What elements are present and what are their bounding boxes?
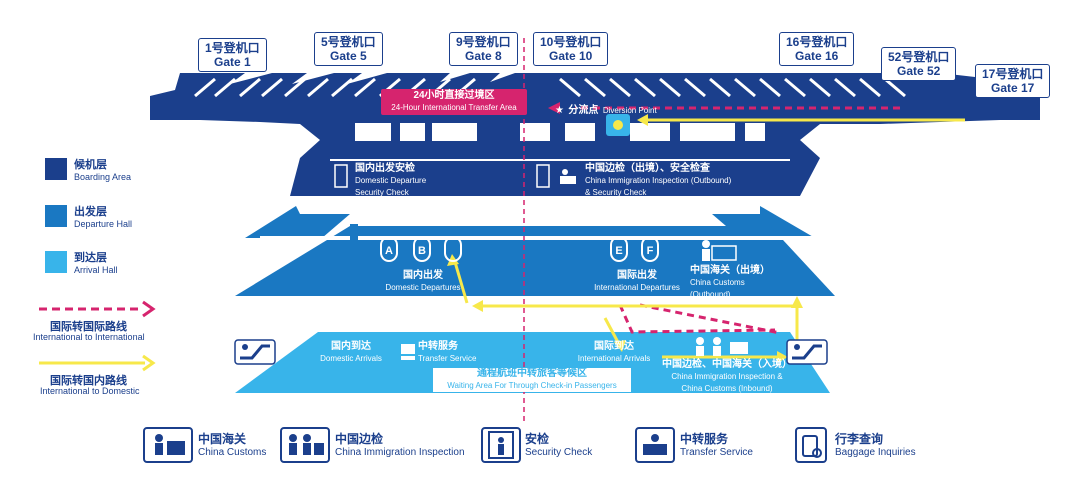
escalator-icon (234, 339, 276, 365)
gate-e-icon: E (610, 236, 628, 262)
international-arrivals-label: 国际到达 International Arrivals (577, 341, 651, 363)
diversion-icon (606, 114, 630, 136)
star-icon: ★ (555, 105, 564, 116)
baggage-zh: 行李查询 (835, 432, 884, 446)
arrival-level (235, 332, 830, 393)
legend-swatch-arrival (45, 251, 67, 273)
gate-a-icon: A (380, 236, 398, 262)
waiting-area-label: 通程航班中转旅客等候区 Waiting Area For Through Che… (433, 368, 631, 392)
domestic-departures-label: 国内出发 Domestic Departures (385, 270, 461, 292)
immigration-en: China Immigration Inspection (335, 447, 465, 458)
legend-swatch-departure (45, 205, 67, 227)
intl-immigration-label: 中国边检（出境）、安全检查 China Immigration Inspecti… (585, 163, 732, 197)
immigration-icon (280, 427, 330, 463)
transfer-service-en: Transfer Service (680, 447, 753, 458)
security-check-zh: 安检 (525, 432, 550, 446)
legend-departure-zh: 出发层 (74, 206, 107, 218)
domestic-security-label: 国内出发安检 Domestic Departure Security Check (355, 163, 427, 197)
officer-icon (562, 169, 568, 175)
immigration-zh: 中国边检 (335, 432, 384, 446)
baggage-en: Baggage Inquiries (835, 447, 916, 458)
domestic-arrivals-label: 国内到达 Domestic Arrivals (320, 341, 382, 363)
arrival-hall-icons (401, 337, 748, 360)
legend-swatch-boarding (45, 158, 67, 180)
transfer-area-label: 24小时直接过境区 24-Hour International Transfer… (381, 89, 527, 115)
legend-intl-dom-line (39, 354, 156, 372)
legend-intl-intl-en: International to International (33, 332, 145, 342)
baggage-icon (795, 427, 827, 463)
customs-icon (143, 427, 193, 463)
transfer-service-label: 中转服务 Transfer Service (418, 341, 477, 363)
legend-arrival-en: Arrival Hall (74, 265, 118, 275)
legend-intl-dom-en: International to Domestic (40, 386, 140, 396)
legend-boarding-zh: 候机层 (74, 159, 107, 171)
customs-outbound-label: 中国海关（出境） China Customs (Outbound) (690, 265, 770, 299)
departure-hall-icons (702, 240, 737, 261)
gate-c-icon (444, 236, 462, 262)
legend-departure-en: Departure Hall (74, 219, 133, 229)
security-check-icon (481, 427, 521, 463)
intl-to-dom-route (453, 118, 965, 359)
security-gate-icon (334, 164, 348, 188)
transfer-service-icon (635, 427, 675, 463)
legend-intl-dom-zh: 国际转国内路线 (50, 375, 127, 387)
security-gate-icon (536, 164, 550, 188)
gate-f-icon: F (641, 236, 659, 262)
gate-b-icon: B (413, 236, 431, 262)
legend-intl-intl-line (39, 300, 156, 318)
customs-zh: 中国海关 (198, 432, 247, 446)
transfer-service-zh: 中转服务 (680, 432, 729, 446)
security-check-en: Security Check (525, 447, 593, 458)
legend-intl-intl-zh: 国际转国际路线 (50, 321, 127, 333)
customs-en: China Customs (198, 447, 267, 458)
diversion-point-label: ★ 分流点 Diversion Point (555, 105, 657, 116)
inspection-inbound-label: 中国边检、中国海关（入境） China Immigration Inspecti… (662, 359, 792, 393)
intl-to-intl-route (575, 106, 900, 335)
international-departures-label: 国际出发 International Departures (594, 270, 680, 292)
escalator-icon (786, 339, 828, 365)
legend-arrival-zh: 到达层 (74, 252, 107, 264)
legend-boarding-en: Boarding Area (74, 172, 132, 182)
